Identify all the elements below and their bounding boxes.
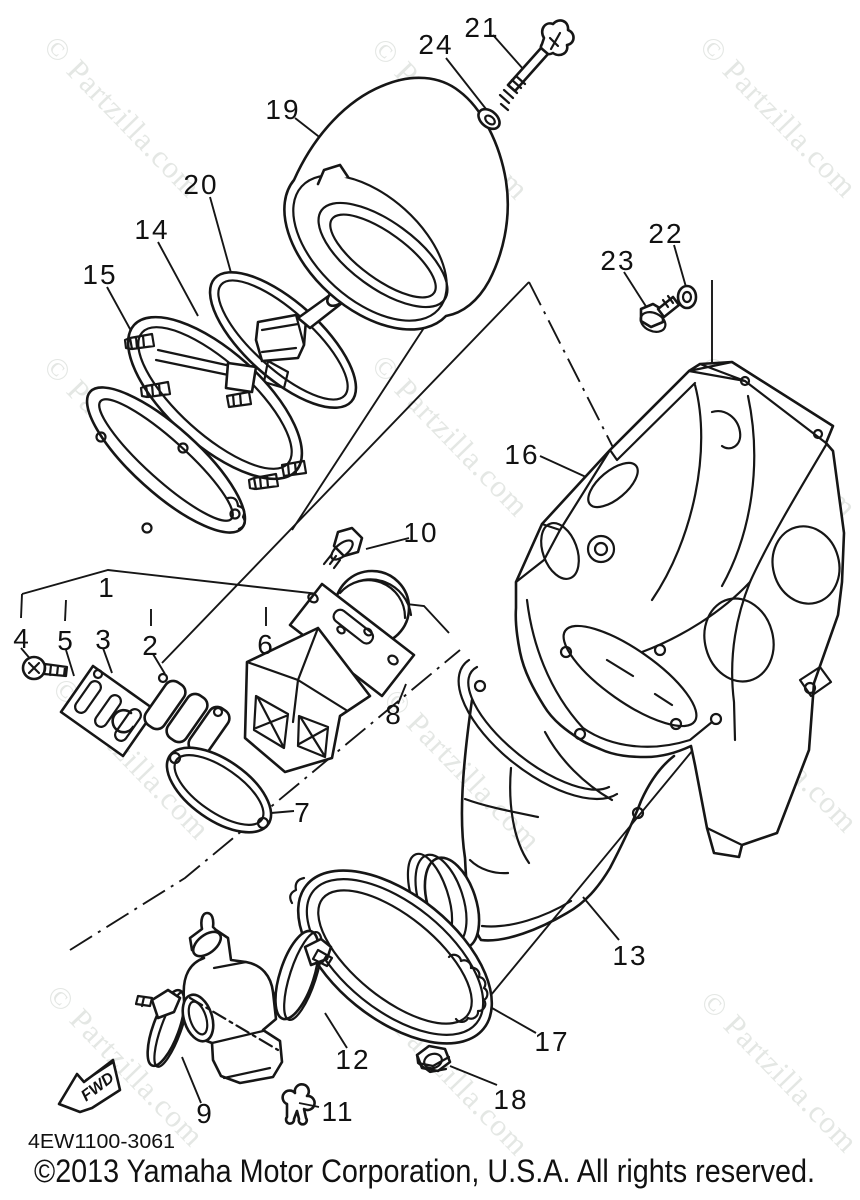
svg-text:1: 1	[98, 572, 116, 603]
svg-text:10: 10	[403, 517, 438, 548]
svg-text:4EW1100-3061: 4EW1100-3061	[28, 1131, 175, 1153]
svg-text:22: 22	[648, 218, 683, 249]
svg-text:2: 2	[142, 630, 160, 661]
svg-text:15: 15	[82, 259, 117, 290]
svg-text:©2013 Yamaha Motor Corporation: ©2013 Yamaha Motor Corporation, U.S.A. A…	[34, 1153, 815, 1189]
svg-text:24: 24	[418, 29, 453, 60]
svg-text:6: 6	[257, 629, 275, 660]
svg-text:11: 11	[321, 1096, 354, 1127]
svg-text:23: 23	[600, 245, 635, 276]
svg-text:19: 19	[265, 94, 300, 125]
svg-text:17: 17	[534, 1026, 569, 1057]
svg-text:20: 20	[183, 169, 218, 200]
svg-text:21: 21	[464, 12, 499, 43]
svg-text:13: 13	[612, 940, 647, 971]
svg-text:9: 9	[196, 1098, 214, 1129]
svg-text:14: 14	[134, 214, 169, 245]
svg-text:5: 5	[57, 625, 75, 656]
svg-text:18: 18	[493, 1084, 528, 1115]
svg-text:12: 12	[335, 1044, 370, 1075]
svg-text:8: 8	[385, 699, 403, 730]
svg-text:16: 16	[504, 439, 539, 470]
svg-text:7: 7	[294, 797, 312, 828]
svg-text:3: 3	[95, 624, 113, 655]
svg-text:4: 4	[13, 623, 31, 654]
